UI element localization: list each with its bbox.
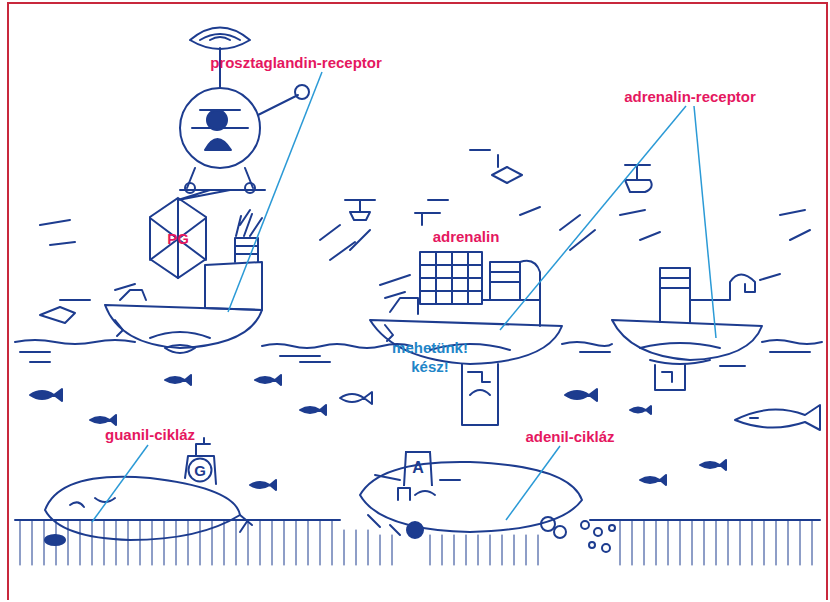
part-label: adrenalin xyxy=(433,227,500,246)
node-text: A xyxy=(412,459,424,477)
part-label: adrenalin-receptor xyxy=(624,87,756,106)
node-text: PG xyxy=(167,230,189,247)
submarine-tower: A xyxy=(402,448,434,488)
submarine-tower: G xyxy=(187,457,213,483)
part-label: prosztaglandin-receptor xyxy=(210,53,382,72)
part-label: guanil-cikláz xyxy=(105,425,195,444)
leader-lines xyxy=(92,72,716,522)
part-label: adenil-cikláz xyxy=(525,427,614,446)
ligand-hexagon: PG xyxy=(148,196,208,280)
speech-text: mehetünk! kész! xyxy=(390,338,470,376)
node-text: G xyxy=(194,462,206,479)
